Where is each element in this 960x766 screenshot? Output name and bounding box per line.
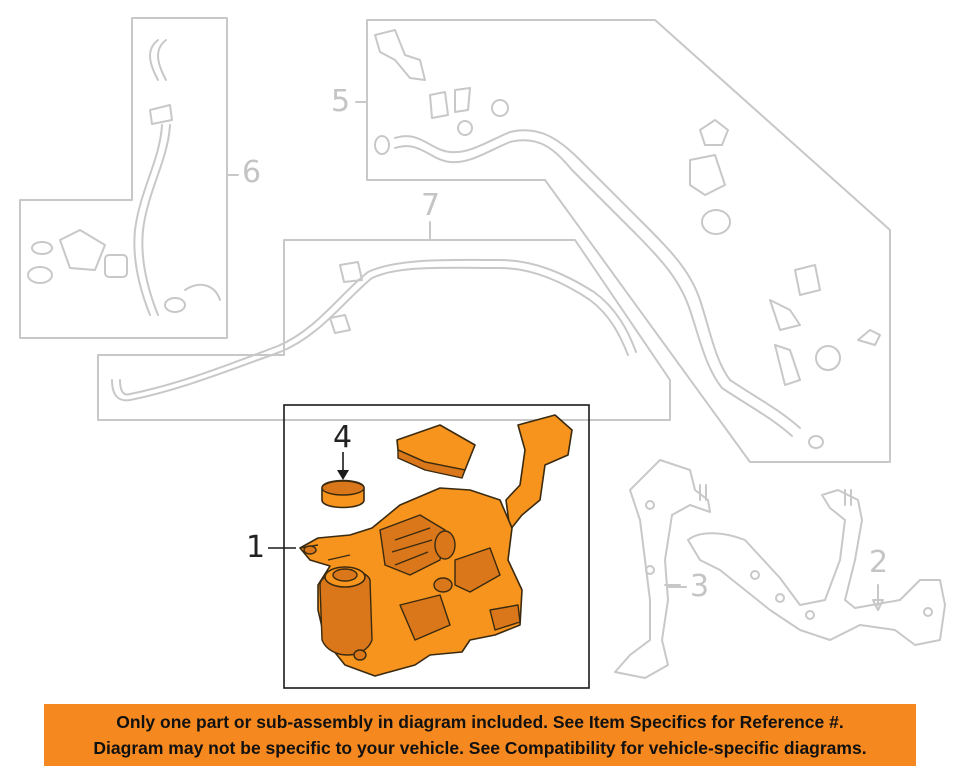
callout-3: 3 <box>690 569 710 604</box>
callout-1: 1 <box>246 530 266 565</box>
disclaimer-line-2: Diagram may not be specific to your vehi… <box>93 738 867 758</box>
group-5-frame <box>366 19 891 463</box>
callout-7: 7 <box>421 188 441 223</box>
callout-4: 4 <box>333 420 353 455</box>
group-1-frame <box>283 404 590 689</box>
callout-6: 6 <box>242 155 262 190</box>
group-5-parts <box>374 29 881 449</box>
disclaimer-banner: Only one part or sub-assembly in diagram… <box>44 704 916 766</box>
group-6-frame <box>19 17 228 339</box>
group-3-parts <box>614 459 711 679</box>
group-2-parts <box>687 489 946 646</box>
highlighted-assembly <box>299 414 573 677</box>
group-7-parts <box>111 258 637 402</box>
parts-diagram <box>19 17 946 689</box>
arrowhead-4 <box>337 470 349 480</box>
callout-5: 5 <box>331 84 351 119</box>
disclaimer-line-1: Only one part or sub-assembly in diagram… <box>116 712 844 732</box>
callout-2: 2 <box>869 545 889 580</box>
group-6-parts <box>27 39 221 316</box>
